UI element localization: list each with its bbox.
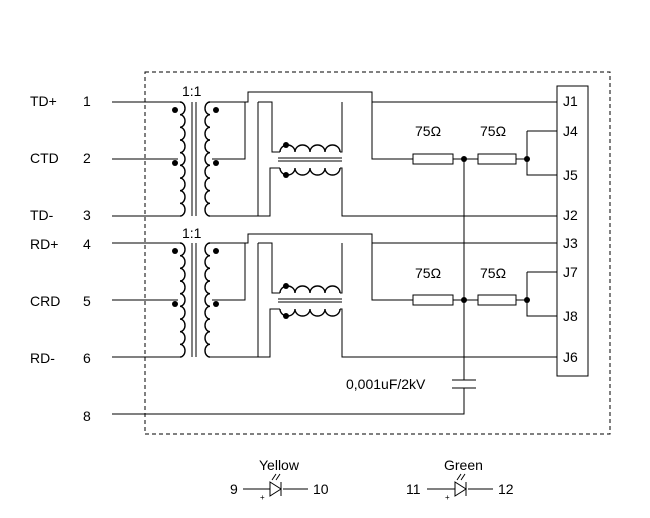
pin-name-crd: CRD xyxy=(30,293,60,309)
jack-pin-j6: J6 xyxy=(563,349,578,365)
green-led-cathode-pin: 12 xyxy=(498,481,514,497)
rx-primary-coil xyxy=(179,242,186,358)
yellow-led-diode-icon xyxy=(269,481,282,497)
tx-choke-core xyxy=(278,157,342,162)
green-led-label: Green xyxy=(444,457,483,473)
jack-pin-j8: J8 xyxy=(563,308,578,324)
pin-number-5: 5 xyxy=(83,293,91,309)
green-led-plus-mark: + xyxy=(445,493,450,502)
pin-name-rd-plus: RD+ xyxy=(30,236,58,252)
jack-pin-j2: J2 xyxy=(563,207,578,223)
jack-pin-j4: J4 xyxy=(563,123,578,139)
tx-resistor-right xyxy=(477,153,517,165)
tx-input-wires xyxy=(112,101,180,217)
tx-j4-j5-wires xyxy=(516,130,557,176)
tx-secondary-polarity-dot xyxy=(213,107,219,113)
rx-resistor-left-label: 75Ω xyxy=(415,265,441,281)
tx-top-wire xyxy=(210,91,413,160)
pin-number-4: 4 xyxy=(83,236,91,252)
green-led: Green 11 12 + xyxy=(406,457,514,502)
pin-name-td-plus: TD+ xyxy=(30,93,57,109)
rx-j3-wire xyxy=(371,234,557,244)
pin-name-rd-minus: RD- xyxy=(30,350,55,366)
tx-resistor-left-label: 75Ω xyxy=(415,123,441,139)
rx-secondary-polarity-dot xyxy=(213,248,219,254)
jack-pin-j3: J3 xyxy=(563,235,578,251)
tx-choke-coil-top xyxy=(279,144,341,153)
yellow-led-plus-mark: + xyxy=(260,493,265,502)
yellow-led-label: Yellow xyxy=(259,457,300,473)
tx-transformer: 1:1 xyxy=(112,83,219,217)
rj45-connector-block xyxy=(556,85,589,377)
rx-j7-j8-node xyxy=(524,297,530,303)
pin-number-3: 3 xyxy=(83,207,91,223)
rx-primary-center-dot xyxy=(172,301,178,307)
jack-pin-j7: J7 xyxy=(563,264,578,280)
tx-j4-j5-node xyxy=(524,156,530,162)
rx-choke-coil-top xyxy=(279,285,341,294)
rx-choke-dot-bottom xyxy=(283,313,289,319)
pin-number-8: 8 xyxy=(83,408,91,424)
tx-ratio-label: 1:1 xyxy=(182,83,202,99)
module-outline xyxy=(144,71,611,435)
rx-secondary-center-dot xyxy=(213,301,219,307)
pin-name-td-minus: TD- xyxy=(30,207,54,223)
pin-number-6: 6 xyxy=(83,350,91,366)
rx-j7-j8-wires xyxy=(516,271,557,317)
green-led-diode-icon xyxy=(454,481,467,497)
tx-primary-center-dot xyxy=(172,160,178,166)
tx-primary-polarity-dot xyxy=(172,107,178,113)
capacitor-symbol xyxy=(452,379,476,389)
yellow-led: Yellow 9 10 + xyxy=(230,457,329,502)
tx-j1-wire xyxy=(371,92,557,103)
pin-name-ctd: CTD xyxy=(30,150,59,166)
rx-secondary-coil xyxy=(204,242,211,358)
tx-choke-coil-bottom xyxy=(279,167,341,176)
pin-number-1: 1 xyxy=(83,93,91,109)
rx-choke-core xyxy=(278,298,342,303)
capacitor-label: 0,001uF/2kV xyxy=(346,376,426,392)
pin-number-2: 2 xyxy=(83,150,91,166)
rx-resistor-left xyxy=(412,294,454,306)
tx-secondary-coil xyxy=(204,101,211,217)
yellow-led-anode-pin: 9 xyxy=(230,481,238,497)
jack-pin-j5: J5 xyxy=(563,167,578,183)
tx-secondary-center-dot xyxy=(213,160,219,166)
tx-resistor-right-label: 75Ω xyxy=(480,123,506,139)
tx-choke-dot-bottom xyxy=(283,172,289,178)
tx-center-tap-wire xyxy=(212,102,246,160)
rx-ratio-label: 1:1 xyxy=(182,225,202,241)
green-led-anode-pin: 11 xyxy=(406,481,421,497)
rx-resistor-right-label: 75Ω xyxy=(480,265,506,281)
shield-wire xyxy=(112,388,465,415)
tx-choke-dot-top xyxy=(283,142,289,148)
rx-resistor-right xyxy=(477,294,517,306)
rx-choke-coil-bottom xyxy=(279,308,341,317)
rx-choke-dot-top xyxy=(283,283,289,289)
rx-input-wires xyxy=(112,242,180,358)
green-led-emission-icon xyxy=(456,473,466,481)
tx-common-mode-choke xyxy=(258,101,557,217)
yellow-led-emission-icon xyxy=(271,473,281,481)
rx-common-mode-choke xyxy=(258,242,557,358)
rx-top-wire xyxy=(210,233,413,301)
rx-center-tap-wire xyxy=(212,243,246,301)
rx-core xyxy=(191,243,197,357)
tx-core xyxy=(191,102,197,216)
tx-resistor-left xyxy=(412,153,454,165)
rx-choke-wires xyxy=(258,242,557,358)
tx-choke-wires xyxy=(258,101,557,217)
yellow-led-cathode-pin: 10 xyxy=(313,481,329,497)
jack-pin-j1: J1 xyxy=(563,93,578,109)
rx-primary-polarity-dot xyxy=(172,248,178,254)
tx-primary-coil xyxy=(179,101,186,217)
rx-transformer: 1:1 xyxy=(112,225,219,358)
